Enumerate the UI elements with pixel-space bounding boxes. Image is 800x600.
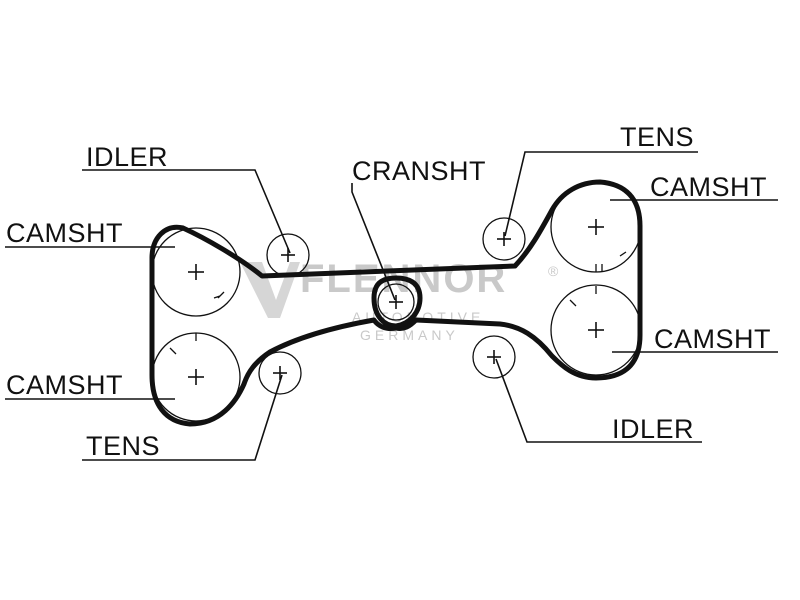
leader-lines [5,151,778,461]
pulleys [151,181,642,422]
label-camsht-right-lower: CAMSHT [654,324,771,354]
crankshaft-pulley [377,283,415,321]
watermark-logo-mark [240,262,300,318]
idler-bottom-right-pulley [472,335,516,379]
label-tens-top-right: TENS [620,122,694,152]
watermark-registered: ® [548,263,559,279]
label-camsht-left-lower: CAMSHT [6,370,123,400]
camshaft-right-lower-pulley [550,284,642,376]
label-tens-bottom-left: TENS [86,431,160,461]
label-crankshaft: CRANSHT [352,156,486,186]
label-idler-bottom-right: IDLER [612,414,694,444]
label-camsht-top-right: CAMSHT [650,172,767,202]
camshaft-left-upper-pulley [151,227,241,317]
label-camsht-left-upper: CAMSHT [6,218,123,248]
leader-tens-top-right [504,151,698,237]
tensioner-bottom-left-pulley [258,351,302,395]
leader-idler-top-left [82,169,291,254]
tensioner-top-right-pulley [482,217,526,261]
leader-idler-bottom-right [495,358,702,443]
labels: IDLER CRANSHT TENS CAMSHT CAMSHT CAMSHT … [6,122,771,461]
label-idler-top-left: IDLER [86,142,168,172]
leader-crankshaft [351,183,396,301]
timing-belt [149,179,643,427]
watermark-line2: GERMANY [360,327,459,343]
leader-tens-bottom-left [82,374,283,461]
